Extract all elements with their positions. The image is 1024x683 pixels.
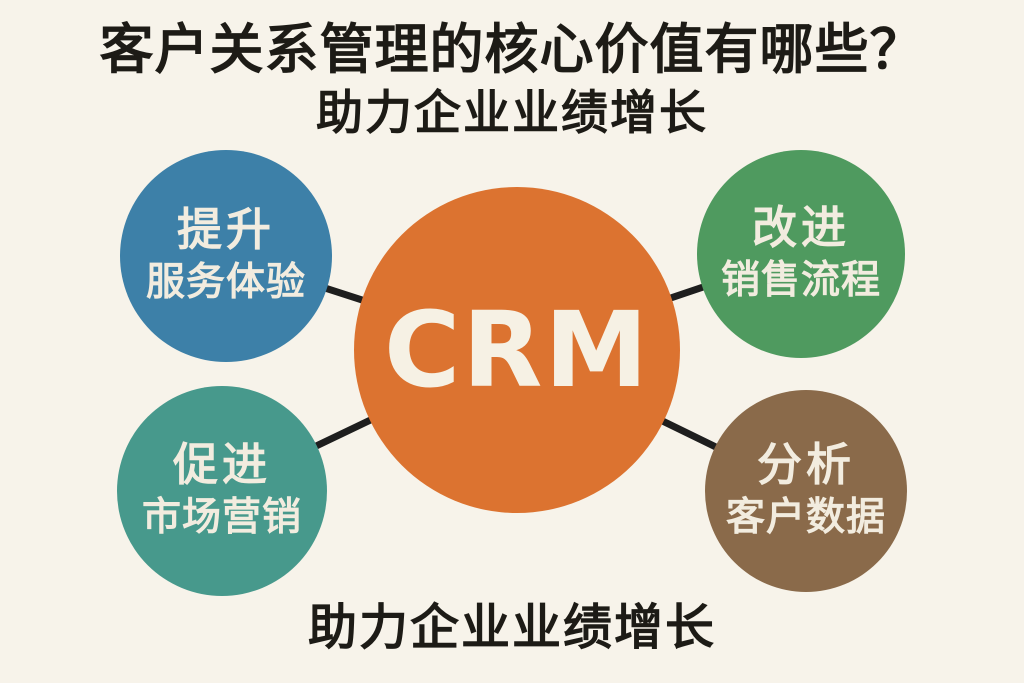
node-label-line1: 提升 <box>176 202 275 256</box>
node-label-line2: 销售流程 <box>720 258 881 304</box>
node-label-line1: 分析 <box>756 437 855 491</box>
title-line-2: 助力企业业绩增长 <box>316 85 708 141</box>
node-analyze-customer-data: 分析 客户数据 <box>705 390 907 592</box>
node-label-line1: 改进 <box>751 200 850 254</box>
node-crm-center: CRM <box>354 187 680 513</box>
node-promote-marketing: 促进 市场营销 <box>117 386 327 596</box>
crm-label: CRM <box>384 289 650 411</box>
node-label-line1: 促进 <box>172 437 271 491</box>
title-line-1: 客户关系管理的核心价值有哪些？ <box>99 18 925 81</box>
node-improve-sales-process: 改进 销售流程 <box>697 150 905 358</box>
node-label-line2: 客户数据 <box>725 495 886 541</box>
footer-tagline: 助力企业业绩增长 <box>307 599 716 656</box>
node-label-line2: 市场营销 <box>141 495 302 541</box>
page-title: 客户关系管理的核心价值有哪些？ 助力企业业绩增长 <box>0 18 1024 141</box>
node-label-line2: 服务体验 <box>145 260 306 306</box>
node-improve-service-experience: 提升 服务体验 <box>120 150 332 362</box>
